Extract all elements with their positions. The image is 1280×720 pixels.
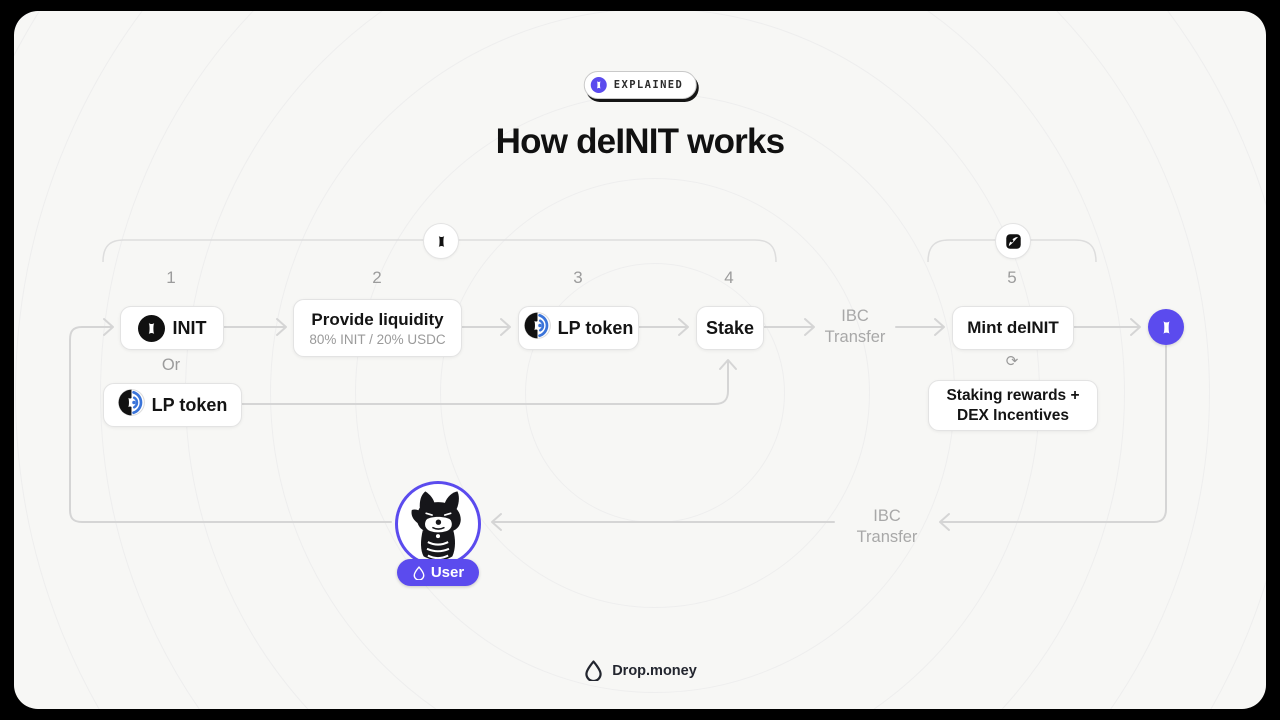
lp-token-alt-label: LP token bbox=[151, 394, 228, 415]
init-label: INIT bbox=[172, 317, 207, 338]
step-number-4: 4 bbox=[724, 268, 734, 287]
partner-chain-icon bbox=[995, 223, 1031, 259]
provide-liquidity-box: Provide liquidity 80% INIT / 20% USDC bbox=[293, 299, 462, 357]
rewards-line-2: DEX Incentives bbox=[957, 406, 1069, 424]
ibc-transfer-forward-label: IBC Transfer bbox=[824, 307, 886, 346]
step-number-2: 2 bbox=[372, 268, 382, 287]
lp-token-icon bbox=[117, 389, 145, 421]
edge-lp-alt-to-stake bbox=[240, 360, 729, 405]
shiba-dog-illustration bbox=[411, 491, 461, 561]
badge-label: EXPLAINED bbox=[613, 79, 684, 91]
stake-label: Stake bbox=[705, 317, 755, 338]
or-label: Or bbox=[161, 356, 181, 374]
step-number-3: 3 bbox=[573, 268, 583, 287]
lp-token-icon bbox=[523, 312, 551, 344]
initia-icon bbox=[590, 77, 607, 93]
provide-liquidity-ratio: 80% INIT / 20% USDC bbox=[309, 331, 446, 347]
user-badge: User bbox=[397, 559, 479, 586]
edge-deinit-down-to-ibc-return bbox=[940, 345, 1167, 523]
drop-money-icon bbox=[585, 660, 602, 681]
deinit-token-icon bbox=[1148, 309, 1184, 345]
stake-box: Stake bbox=[696, 306, 764, 350]
mint-deinit-box: Mint deINIT bbox=[952, 306, 1074, 350]
initia-chain-icon bbox=[423, 223, 459, 259]
cycle-icon: ⟳ bbox=[1005, 353, 1019, 370]
brand-footer: Drop.money bbox=[0, 660, 1280, 681]
user-label: User bbox=[430, 564, 465, 581]
lp-token-box: LP token bbox=[518, 306, 639, 350]
rewards-box: Staking rewards + DEX Incentives bbox=[928, 380, 1098, 431]
brand-name: Drop.money bbox=[612, 662, 697, 679]
mint-deinit-label: Mint deINIT bbox=[967, 318, 1059, 337]
user-avatar bbox=[395, 481, 481, 567]
ibc-transfer-return-label: IBC Transfer bbox=[856, 507, 918, 546]
init-token-icon bbox=[137, 314, 165, 342]
init-box: INIT bbox=[120, 306, 224, 350]
lp-token-alt-box: LP token bbox=[103, 383, 242, 427]
canvas-card bbox=[14, 11, 1266, 709]
rewards-line-1: Staking rewards + bbox=[946, 386, 1080, 404]
lp-token-label: LP token bbox=[557, 317, 634, 338]
step-number-5: 5 bbox=[1007, 268, 1017, 287]
edge-return-to-init bbox=[69, 326, 392, 523]
droplet-icon bbox=[413, 565, 425, 580]
page-title: How deINIT works bbox=[495, 122, 785, 161]
explained-badge: EXPLAINED bbox=[583, 71, 697, 99]
provide-liquidity-label: Provide liquidity bbox=[311, 309, 444, 329]
step-number-1: 1 bbox=[166, 268, 176, 287]
